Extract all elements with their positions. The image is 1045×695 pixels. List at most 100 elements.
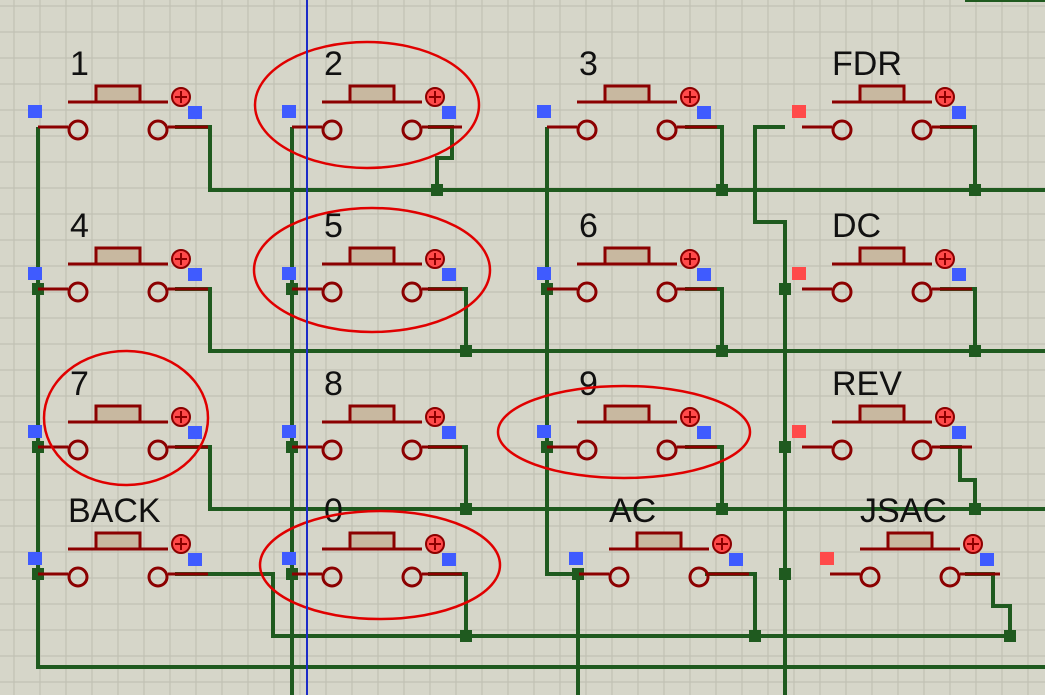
probe-cross — [684, 411, 696, 423]
pin-marker — [697, 426, 711, 439]
button-cap — [603, 246, 651, 266]
switch-6[interactable]: 6 — [537, 207, 717, 303]
probe-cross — [175, 538, 187, 550]
button-cap — [603, 404, 651, 424]
pin-marker — [820, 552, 834, 565]
pin-marker — [28, 552, 42, 565]
pin-marker — [792, 105, 806, 118]
probe-cross — [429, 538, 441, 550]
pin-marker — [569, 552, 583, 565]
key-label-dc: DC — [832, 207, 881, 245]
highlight-ellipse-7 — [42, 349, 210, 487]
probe-cross — [429, 253, 441, 265]
pin-marker — [697, 268, 711, 281]
pin-marker — [952, 426, 966, 439]
contact-left — [859, 566, 881, 588]
contact-right — [688, 566, 710, 588]
wire — [940, 287, 977, 351]
button-cap — [348, 531, 396, 551]
switch-3[interactable]: 3 — [537, 45, 717, 141]
switch-8[interactable]: 8 — [282, 365, 462, 461]
pin-marker — [188, 268, 202, 281]
contact-right — [401, 439, 423, 461]
junctions — [32, 184, 1016, 642]
pin-marker — [697, 106, 711, 119]
button-cap — [348, 84, 396, 104]
switch-rev[interactable]: REV — [792, 365, 972, 461]
probe-cross — [684, 91, 696, 103]
junction-dot — [779, 568, 791, 580]
junction-dot — [460, 503, 472, 515]
junction-dot — [1004, 630, 1016, 642]
switch-1[interactable]: 1 — [28, 45, 208, 141]
switch-dc[interactable]: DC — [792, 207, 972, 303]
pin-marker — [28, 425, 42, 438]
junction-dot — [460, 345, 472, 357]
switch-ac[interactable]: AC — [569, 492, 749, 588]
contact-right — [911, 119, 933, 141]
probe-cross — [967, 538, 979, 550]
pin-marker — [537, 425, 551, 438]
junction-dot — [969, 345, 981, 357]
contact-right — [911, 439, 933, 461]
button-cap — [886, 531, 934, 551]
contact-left — [321, 566, 343, 588]
switch-9[interactable]: 9 — [537, 365, 717, 461]
key-label-7: 7 — [70, 365, 89, 403]
junction-dot — [749, 630, 761, 642]
pin-marker — [792, 425, 806, 438]
key-label-2: 2 — [324, 45, 343, 83]
junction-dot — [460, 630, 472, 642]
pin-marker — [282, 105, 296, 118]
wire — [545, 127, 580, 695]
key-label-jsac: JSAC — [860, 492, 947, 530]
pin-marker — [188, 106, 202, 119]
highlight-ellipse-5 — [252, 206, 492, 334]
switch-5[interactable]: 5 — [282, 207, 462, 303]
switch-0[interactable]: 0 — [282, 492, 462, 588]
probe-cross — [175, 253, 187, 265]
wire-net — [36, 0, 1045, 695]
highlight-annotations — [42, 40, 752, 621]
pin-marker — [282, 552, 296, 565]
contact-left — [321, 119, 343, 141]
contact-left — [321, 281, 343, 303]
wire — [753, 125, 787, 695]
pin-marker — [442, 426, 456, 439]
probe-cross — [175, 411, 187, 423]
switch-2[interactable]: 2 — [282, 45, 462, 141]
probe-cross — [429, 91, 441, 103]
key-label-rev: REV — [832, 365, 902, 403]
highlight-ellipse-9 — [496, 384, 752, 480]
contact-right — [656, 439, 678, 461]
switch-4[interactable]: 4 — [28, 207, 208, 303]
probe-cross — [175, 91, 187, 103]
switch-back[interactable]: BACK — [28, 492, 208, 588]
contact-left — [67, 119, 89, 141]
contact-left — [67, 281, 89, 303]
junction-dot — [779, 441, 791, 453]
switch-jsac[interactable]: JSAC — [820, 492, 1000, 588]
key-label-ac: AC — [609, 492, 656, 530]
junction-dot — [572, 568, 584, 580]
junction-dot — [716, 345, 728, 357]
button-cap — [635, 531, 683, 551]
pin-marker — [282, 267, 296, 280]
switch-fdr[interactable]: FDR — [792, 45, 972, 141]
pin-marker — [952, 106, 966, 119]
button-cap — [603, 84, 651, 104]
key-label-3: 3 — [579, 45, 598, 83]
contact-left — [608, 566, 630, 588]
junction-dot — [779, 283, 791, 295]
contact-right — [147, 119, 169, 141]
pin-marker — [980, 553, 994, 566]
key-label-1: 1 — [70, 45, 89, 83]
pin-marker — [188, 426, 202, 439]
pin-marker — [729, 553, 743, 566]
key-label-5: 5 — [324, 207, 343, 245]
contact-right — [656, 119, 678, 141]
pin-marker — [28, 105, 42, 118]
contact-right — [147, 439, 169, 461]
